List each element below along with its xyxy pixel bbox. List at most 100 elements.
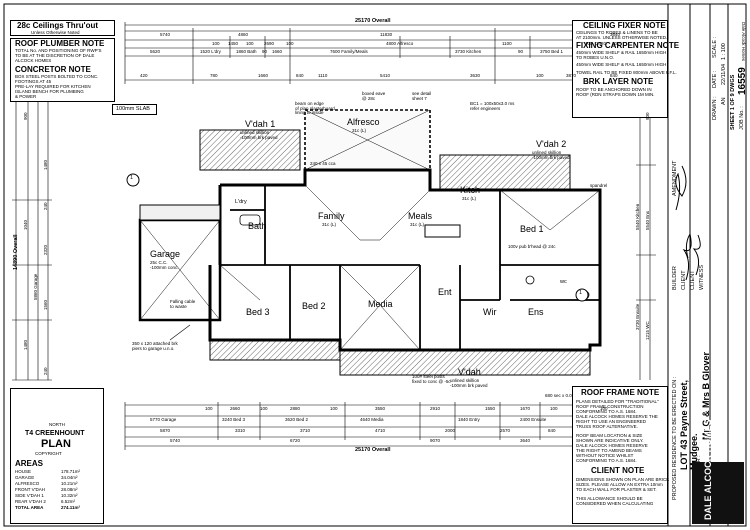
room-garage: Garage <box>150 249 181 259</box>
sheet-count: SHEET 1 OF 9 DWGS <box>730 74 736 130</box>
drawn-value: AN <box>721 97 727 105</box>
room-alfresco: Alfresco <box>347 117 380 127</box>
room-vdah1-sub: unlined skillion -100mm brk paved <box>240 130 278 140</box>
room-bed3: Bed 3 <box>246 307 270 317</box>
bottom-dim1-4: 4640 Media <box>360 417 384 422</box>
left-dim-7: 1560 <box>43 299 48 310</box>
bottom-dim1-2: 3240 Bed 3 <box>222 417 246 422</box>
top-dim-2: 4860 <box>238 32 249 37</box>
ceilings-note: 28c Ceilings Thru'out Unless Otherwise N… <box>10 20 115 36</box>
roof-frame-line-12: WITHOUT NOTICE WHILST <box>576 453 634 458</box>
roof-plumber-title: ROOF PLUMBER NOTE <box>15 39 105 48</box>
room-bed1-sub: 100v pub b'head @ 24c <box>508 244 556 249</box>
area-label-alfresco: ALFRESCO <box>15 481 40 486</box>
company-name: Dale Alcock Homes <box>741 22 746 62</box>
brk-layer-line-2: ROOF (RDN STRAPS DOWN 1M MIN. <box>576 92 655 97</box>
concretor-line-5: & POWER <box>15 94 37 99</box>
bottom-dim3-2: 6720 <box>290 438 301 443</box>
roof-frame-line-9: SHOWN ARE INDICATIVE ONLY. <box>576 438 644 443</box>
client-label-1: CLIENT <box>681 270 687 290</box>
roof-frame-line-2: ROOF FRAME CONSTRUCTION <box>576 404 644 409</box>
top-dim2-9: 3750 Bed 1 <box>540 49 564 54</box>
areas-title: AREAS <box>15 459 44 468</box>
scale-value: 1 : 100 <box>721 43 727 60</box>
area-label-garage: GARAGE <box>15 475 35 480</box>
top-dim4-8: 100 <box>536 73 544 78</box>
bottom-dim4-1: 5870 <box>160 428 171 433</box>
top-dim4-4: 840 <box>296 73 304 78</box>
amendment-label: AMENDMENT <box>672 160 678 196</box>
job-label: JOB No. : <box>739 106 745 130</box>
top-dim3-9: 2420 <box>596 41 607 46</box>
bottom-dim2-5: 100 <box>330 406 338 411</box>
top-dim-1: 5740 <box>160 32 171 37</box>
note-boxed-eave: boxed eave @ 28c <box>362 91 386 101</box>
left-dim-3: 1040 <box>23 219 28 230</box>
overall-top: 25170 Overall <box>355 18 391 24</box>
brk-layer-line-1: ROOF TO BE ANCHORED DOWN IN <box>576 87 652 92</box>
left-dim-1: 900 <box>23 112 28 120</box>
top-dim2-2: 1520 L'dry <box>200 49 221 54</box>
top-dim4-10: 840 <box>610 73 618 78</box>
area-label-house: HOUSE <box>15 469 32 474</box>
room-vdah2-sub: unlined skillion -100mm brk paved <box>532 150 570 160</box>
area-label-front-vdah: FRONT V'DAH <box>15 487 46 492</box>
concretor-line-1: BOX STEEL POSTS BOLTED TO CONC. <box>15 74 99 79</box>
copyright-label: COPYRIGHT <box>35 451 62 456</box>
room-family: Family <box>318 211 345 221</box>
client-note-line-5: THIS ALLOWANCE SHOULD BE <box>576 496 643 501</box>
roof-plumber-line-1: TOTAL No. AND POSITIONING OF RWP'S <box>15 48 102 53</box>
fixing-carpenter-line-3: 450mm WIDE SHELF & RAIL 1650mm HIGH <box>576 62 667 67</box>
note-falling-cable: Falling cable to waste <box>170 299 196 309</box>
overall-left: 14890 Overall <box>13 234 19 270</box>
top-dim4-1: 420 <box>140 73 148 78</box>
top-dim2-8: 90 <box>518 49 524 54</box>
right-dim-2: 5540 Kitchen <box>635 203 640 230</box>
date-label: DATE : <box>712 70 718 88</box>
plan-title-box: NORTH T4 CREENHOUNT PLAN COPYRIGHT AREAS… <box>10 388 104 524</box>
note-boxed-posts: 100# steel posts fixed to conc @ -5c <box>412 374 451 384</box>
area-value-total: 274.11m² <box>61 505 81 510</box>
left-dim-8: 1480 <box>23 339 28 350</box>
concretor-line-4: ISLAND BENCH FOR PLUMBING <box>15 89 84 94</box>
room-vdah2: V'dah 2 <box>536 139 567 149</box>
scale-label: SCALE : <box>712 36 718 58</box>
job-number: 16559 <box>737 67 748 95</box>
area-value-house: 178.71m² <box>61 469 81 474</box>
note-see-detail: see detail sheet 7 <box>412 91 432 101</box>
concretor-line-2: FOOTINGS AT 45 <box>15 79 52 84</box>
ceilings-sub: Unless Otherwise Noted <box>31 30 80 35</box>
area-label-side-vdah: SIDE V'DAH 1 <box>15 493 44 498</box>
overall-bottom: 25170 Overall <box>355 447 391 453</box>
roof-frame-title: ROOF FRAME NOTE <box>581 388 660 397</box>
builder-label: BUILDER <box>672 266 678 290</box>
ceiling-fixer-title: CEILING FIXER NOTE <box>583 21 666 30</box>
room-media: Media <box>368 299 393 309</box>
fixing-carpenter-line-2: TO ROBES U.N.O. <box>576 55 615 60</box>
bottom-dim1-3: 3620 Bed 2 <box>285 417 309 422</box>
ceiling-fixer-line-2: AT 2100mm. UNLESS OTHERWISE NOTED. <box>576 35 668 40</box>
client-note-line-1: DIMENSIONS SHOWN ON PLAN ARE BRICK <box>576 477 670 482</box>
top-dim3-1: 100 <box>212 41 220 46</box>
fixing-carpenter-line-1: 450mm WIDE SHELF & RAIL 1650mm HIGH <box>576 50 667 55</box>
bottom-dim2-8: 1550 <box>485 406 496 411</box>
brk-layer-title: BRK LAYER NOTE <box>583 77 654 86</box>
bottom-dim1-1: 5770 Garage <box>150 417 177 422</box>
room-alfresco-sub: 31c (L) <box>352 128 367 133</box>
top-dim3-6: 4800 Alfresco <box>386 41 414 46</box>
brand-logo: DALE ALCOCK HOMES <box>692 419 744 524</box>
roof-frame-line-10: DALE ALCOCK HOMES RESERVE <box>576 443 648 448</box>
room-meals: Meals <box>408 211 433 221</box>
bottom-dim4-2: 3310 <box>235 428 246 433</box>
client-note-line-2: SIZES. PLEASE ALLOW AN EXTRA 10mm <box>576 482 663 487</box>
top-dim3-3: 100 <box>246 41 254 46</box>
roof-frame-line-13: CONFORMING TO A.S. 1684. <box>576 458 637 463</box>
left-dim-9: 240 <box>43 367 48 375</box>
bottom-dim3-4: 3640 <box>520 438 531 443</box>
room-meals-sub: 31c (L) <box>410 222 425 227</box>
bottom-dim2-3: 100 <box>260 406 268 411</box>
room-bath: Bath <box>248 221 267 231</box>
right-dim-5: 1215 WC <box>645 321 650 340</box>
right-dim-3: 5540 Ens <box>645 210 650 230</box>
